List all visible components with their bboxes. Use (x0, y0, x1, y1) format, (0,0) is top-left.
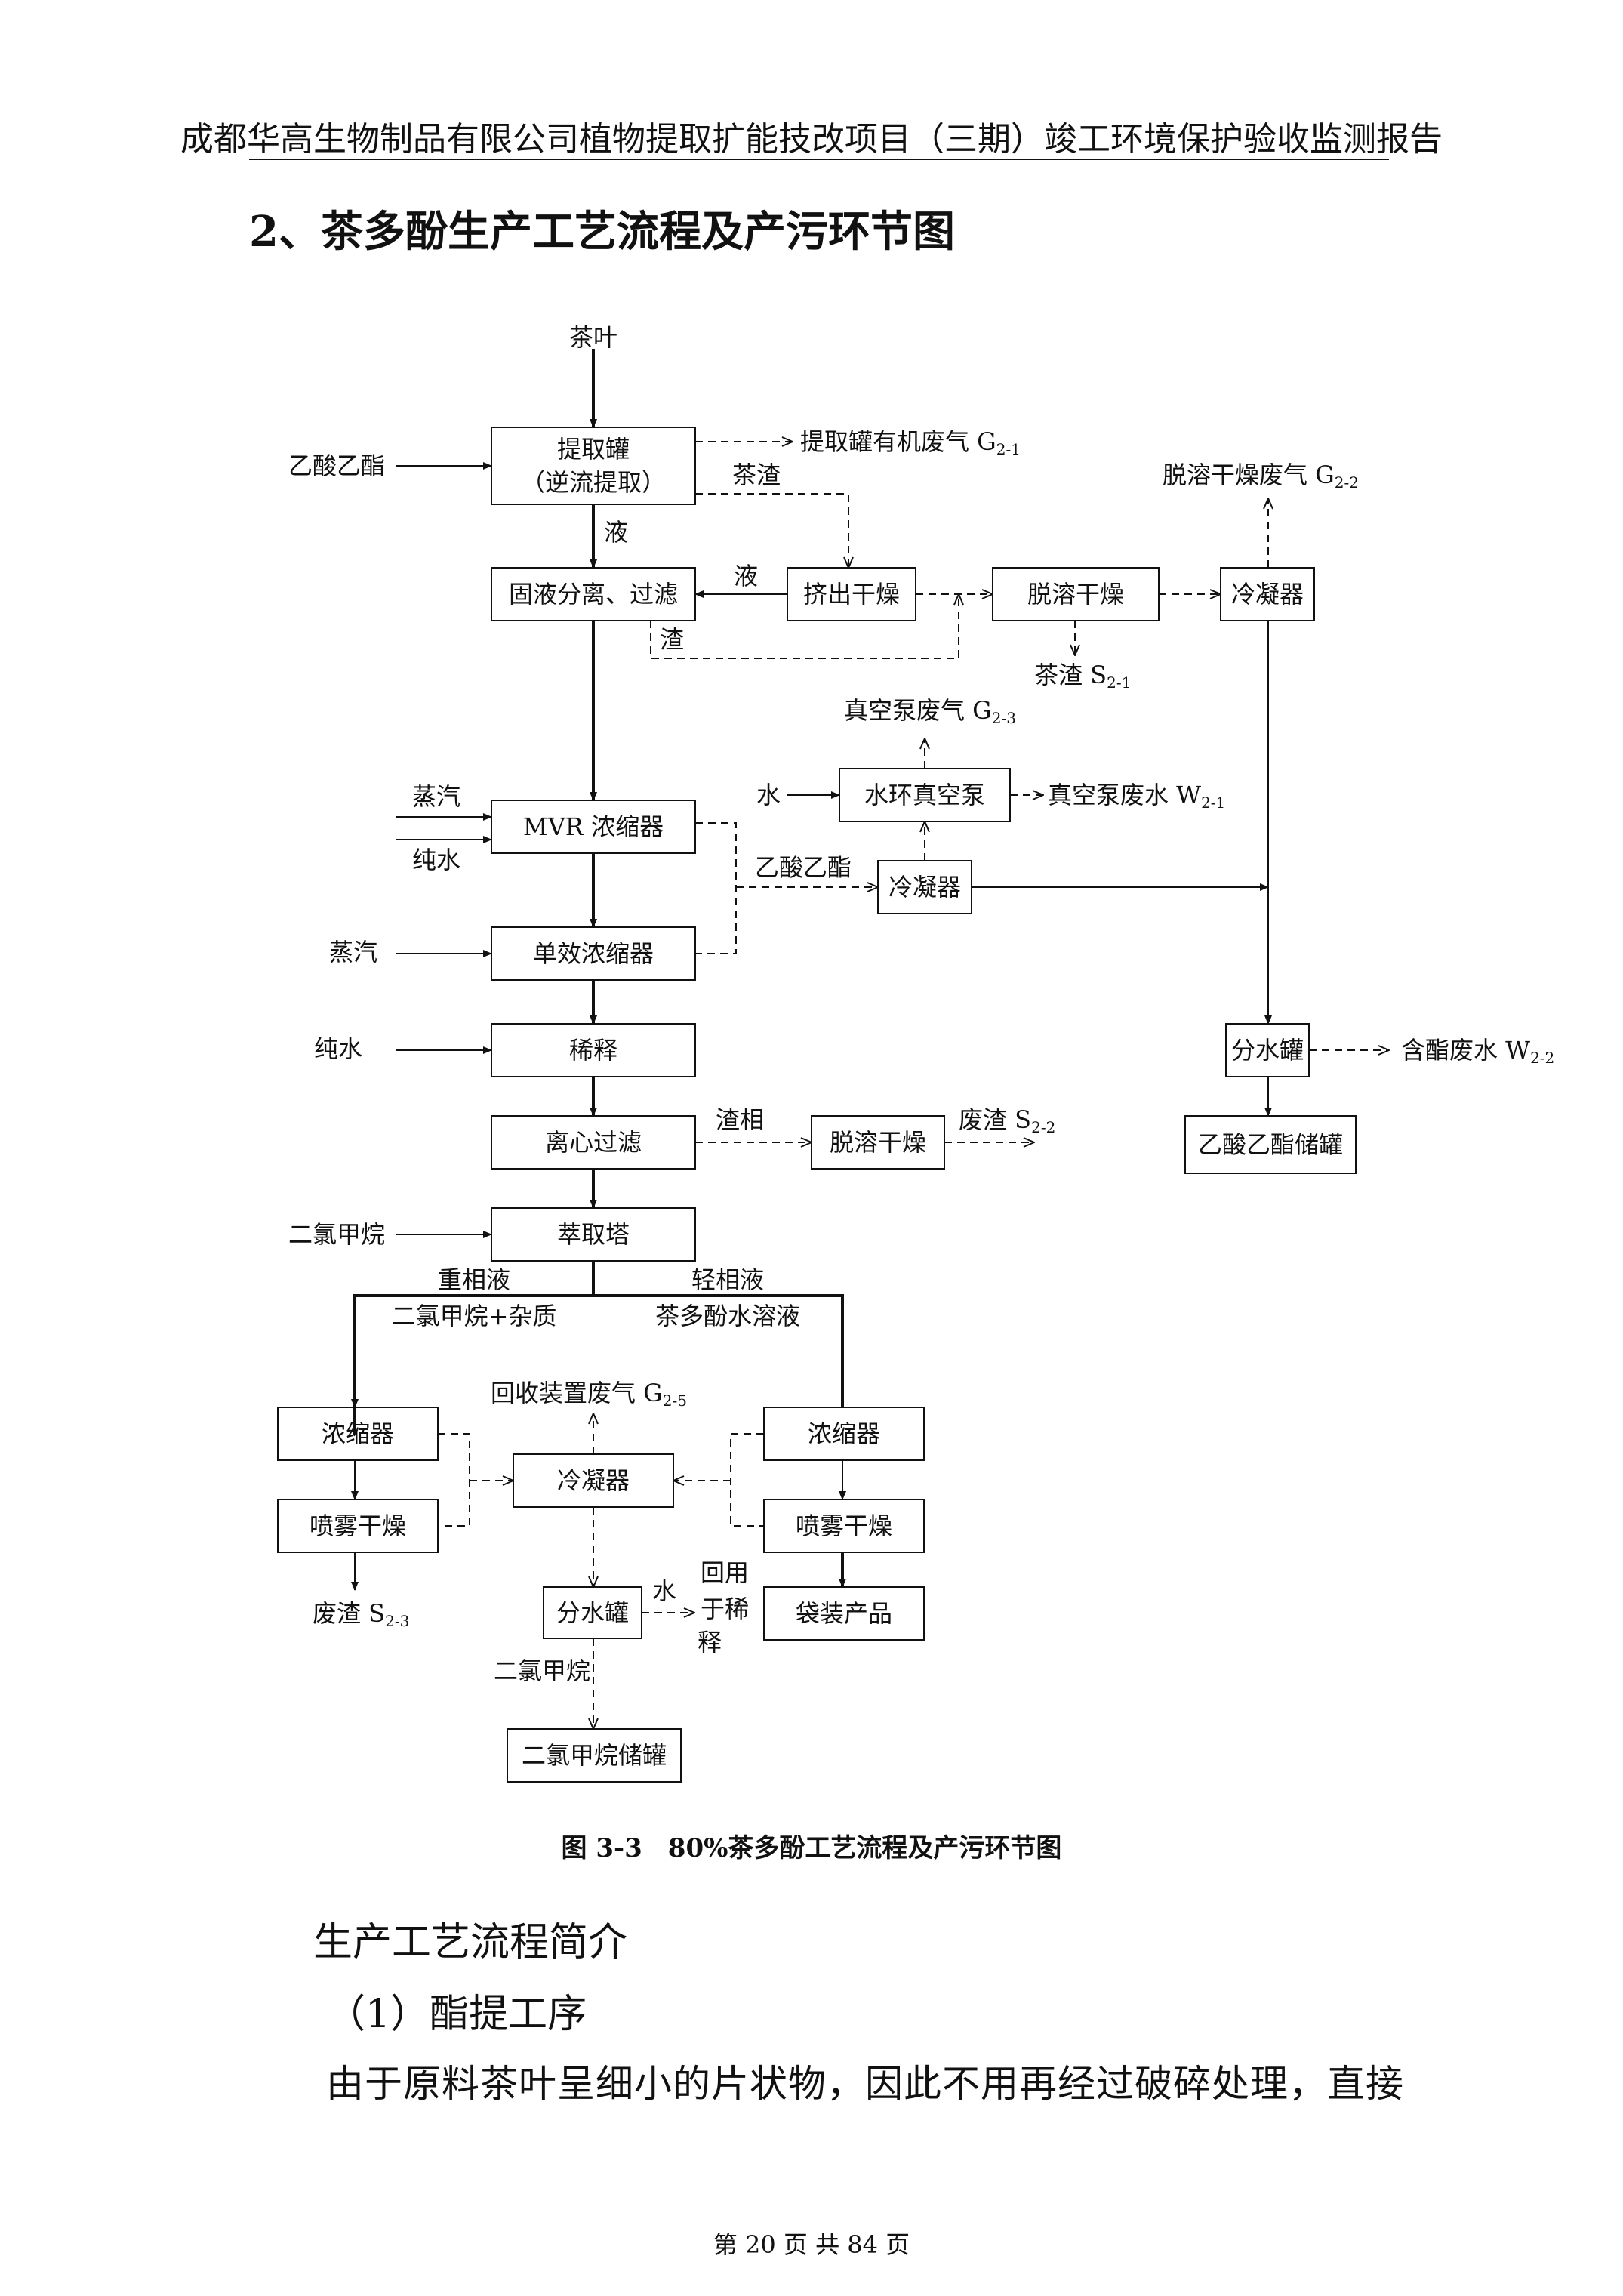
condenser-1-label: 冷凝器 (1231, 580, 1304, 609)
water-separation-tank-1-label: 分水罐 (1231, 1036, 1304, 1065)
heavy-phase-desc-label: 二氯甲烷+杂质 (392, 1302, 557, 1330)
dash-left-to-condenser3 (438, 1433, 470, 1527)
light-phase-label: 轻相液 (691, 1265, 764, 1294)
concentrator-right-label: 浓缩器 (808, 1419, 880, 1448)
desolvent-drying-1-label: 脱溶干燥 (1027, 580, 1124, 609)
liquid-label-1: 液 (604, 518, 628, 547)
spray-drying-left-label: 喷雾干燥 (310, 1512, 406, 1540)
page-header: 成都华高生物制品有限公司植物提取扩能技改项目（三期）竣工环境保护验收监测报告 (180, 120, 1443, 159)
water-out-label: 水 (652, 1576, 676, 1605)
header-rule (249, 159, 1389, 160)
water-separation-tank-2-label: 分水罐 (556, 1598, 629, 1627)
body-text: 由于原料茶叶呈细小的片状物，因此不用再经过破碎处理，直接 (326, 2062, 1404, 2106)
extrusion-drying-label: 挤出干燥 (803, 580, 900, 609)
reuse-label-2: 于稀 (701, 1595, 749, 1623)
section-title: 2、茶多酚生产工艺流程及产污环节图 (249, 207, 955, 257)
s22-label: 废渣 S2-2 (959, 1105, 1055, 1136)
dilution-label: 稀释 (569, 1036, 617, 1065)
extraction-tank-label: 提取罐 (557, 435, 630, 464)
g23-label: 真空泵废气 G2-3 (844, 696, 1016, 727)
page-footer: 第 20 页 共 84 页 (713, 2230, 910, 2259)
dash-residue-to-desolvent (650, 594, 959, 659)
figure-caption: 图 3-3 80%茶多酚工艺流程及产污环节图 (561, 1833, 1062, 1863)
w21-label: 真空泵废水 W2-1 (1048, 781, 1225, 812)
steam-1-label: 蒸汽 (412, 782, 460, 811)
pure-water-1-label: 纯水 (412, 846, 460, 874)
ethyl-acetate-mid-label: 乙酸乙酯 (755, 853, 852, 882)
mvr-concentrator-label: MVR 浓缩器 (523, 812, 664, 841)
ethyl-acetate-in-label: 乙酸乙酯 (288, 451, 385, 480)
condenser-3-label: 冷凝器 (557, 1466, 630, 1495)
g21-label: 提取罐有机废气 G2-1 (800, 427, 1021, 458)
concentrator-left-label: 浓缩器 (322, 1419, 394, 1448)
reuse-label-1: 回用 (701, 1558, 749, 1587)
liquid-label-2: 液 (734, 562, 758, 590)
intro-heading: 生产工艺流程简介 (313, 1920, 628, 1965)
centrifugal-filtration-label: 离心过滤 (545, 1128, 642, 1157)
pure-water-2-label: 纯水 (314, 1034, 362, 1063)
condenser-2-label: 冷凝器 (888, 873, 961, 901)
dash-mvr-to-condenser2 (695, 822, 737, 954)
dcm-storage-label: 二氯甲烷储罐 (522, 1741, 667, 1770)
s21-label: 茶渣 S2-1 (1034, 661, 1131, 692)
tea-residue-label: 茶渣 (732, 461, 781, 489)
water-ring-vacuum-pump-label: 水环真空泵 (864, 781, 985, 809)
single-effect-concentrator-label: 单效浓缩器 (533, 939, 654, 968)
s23-label: 废渣 S2-3 (313, 1599, 409, 1630)
subheading: （1）酯提工序 (326, 1992, 587, 2037)
residue-label: 渣 (660, 625, 684, 654)
light-phase-desc-label: 茶多酚水溶液 (655, 1302, 800, 1330)
spray-drying-right-label: 喷雾干燥 (796, 1512, 892, 1540)
extraction-tank-sublabel: （逆流提取） (521, 468, 666, 497)
process-flow-diagram: 提取罐 （逆流提取） 固液分离、过滤 挤出干燥 脱溶干燥 冷凝器 水环真空泵 M… (277, 323, 1554, 1783)
reuse-label-3: 释 (698, 1628, 722, 1657)
dcm-in-label: 二氯甲烷 (288, 1220, 385, 1249)
solid-liquid-separation-label: 固液分离、过滤 (509, 580, 678, 609)
g22-label: 脱溶干燥废气 G2-2 (1163, 461, 1359, 492)
dcm-out-label: 二氯甲烷 (494, 1657, 590, 1685)
heavy-phase-label: 重相液 (438, 1265, 510, 1294)
residue-phase-label: 渣相 (716, 1105, 764, 1134)
bagged-product-label: 袋装产品 (796, 1599, 892, 1628)
steam-2-label: 蒸汽 (329, 938, 377, 966)
g25-label: 回收装置废气 G2-5 (491, 1379, 687, 1410)
ethyl-acetate-storage-label: 乙酸乙酯储罐 (1198, 1130, 1343, 1159)
water-in-label: 水 (756, 781, 781, 809)
dash-right-to-condenser3 (730, 1433, 764, 1527)
extraction-tower-label: 萃取塔 (557, 1220, 630, 1249)
desolvent-drying-2-label: 脱溶干燥 (830, 1128, 926, 1157)
dash-tea-residue-to-extrusion (695, 493, 848, 568)
w22-label: 含酯废水 W2-2 (1401, 1036, 1554, 1067)
tea-leaves-label: 茶叶 (569, 323, 617, 352)
